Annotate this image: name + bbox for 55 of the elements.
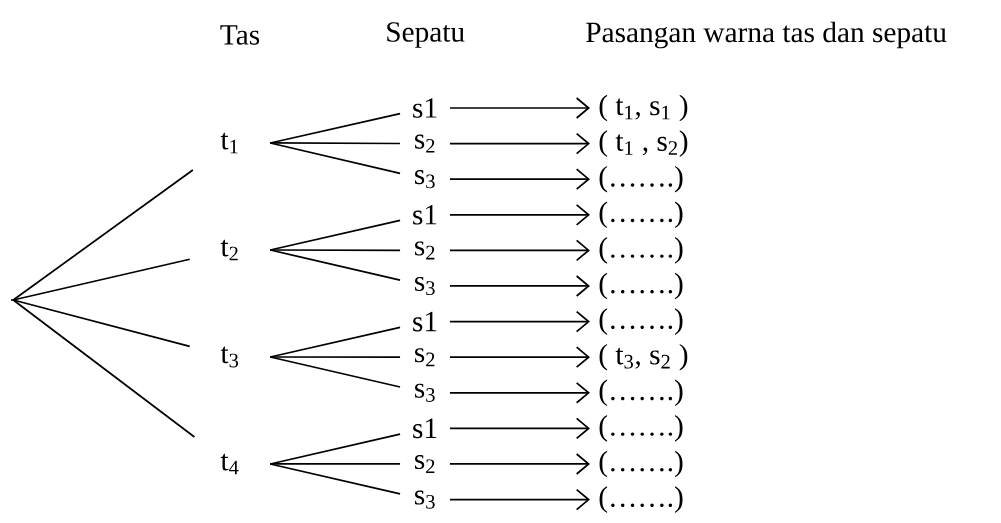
branch-line xyxy=(12,299,191,348)
tree-label: t$_{2}$ xyxy=(220,239,238,261)
arrow xyxy=(449,275,590,297)
arrow xyxy=(449,168,590,191)
arrow xyxy=(449,488,590,511)
column-heading: Pasangan warna tas dan sepatu xyxy=(586,21,947,49)
tree-label: s1 xyxy=(413,418,437,439)
tree-label: t$_{4}$ xyxy=(220,453,239,475)
arrow xyxy=(449,239,590,262)
tree-label: s$_{3}$ xyxy=(415,383,435,402)
tree-label: s$_{2}$ xyxy=(415,348,435,367)
arrow xyxy=(449,132,590,155)
arrow xyxy=(449,203,590,226)
pair-label: (…….) xyxy=(599,165,683,193)
branch-line xyxy=(269,249,401,252)
branch-line xyxy=(12,258,191,301)
branch-line xyxy=(269,249,401,282)
pair-label: (…….) xyxy=(599,272,683,300)
pair-label: ( t$_{1}$ , s$_{2}$) xyxy=(599,130,688,157)
tree-label: t$_{3}$ xyxy=(220,346,239,368)
tree-label: t$_{1}$ xyxy=(220,132,238,154)
pair-label: (…….) xyxy=(599,450,683,478)
arrow xyxy=(449,346,590,369)
tree-label: s$_{2}$ xyxy=(415,455,435,473)
pair-label: (…….) xyxy=(599,415,683,442)
branch-line xyxy=(269,142,401,145)
branch-line xyxy=(269,463,401,465)
arrow xyxy=(449,97,590,119)
pair-label: (…….) xyxy=(599,379,683,407)
pair-label: (…….) xyxy=(599,237,683,264)
branch-line xyxy=(269,463,401,495)
tree-label: s$_{3}$ xyxy=(415,276,435,296)
column-heading: Tas xyxy=(220,25,260,45)
arrow xyxy=(449,417,590,440)
pair-label: ( t$_{1}$, s$_{1}$ ) xyxy=(599,94,688,122)
tree-label: s$_{2}$ xyxy=(415,241,435,260)
branch-line xyxy=(12,169,194,301)
arrow xyxy=(449,453,590,475)
tree-label: s1 xyxy=(413,98,437,118)
tree-label: s1 xyxy=(413,311,437,332)
tree-label: s$_{2}$ xyxy=(415,134,435,153)
branch-line xyxy=(12,299,196,438)
arrow xyxy=(449,381,590,404)
tree-label: s$_{3}$ xyxy=(415,490,435,509)
branch-line xyxy=(269,142,401,175)
tree-label: s1 xyxy=(413,204,437,225)
pair-label: (…….) xyxy=(599,201,683,229)
pair-label: (…….) xyxy=(599,308,683,335)
pair-label: ( t$_{3}$, s$_{2}$ ) xyxy=(599,343,688,371)
branch-line xyxy=(269,356,401,359)
arrow xyxy=(449,310,590,333)
column-heading: Sepatu xyxy=(387,22,465,48)
pair-label: (…….) xyxy=(599,486,683,513)
tree-label: s$_{3}$ xyxy=(415,170,435,189)
branch-line xyxy=(269,356,401,388)
